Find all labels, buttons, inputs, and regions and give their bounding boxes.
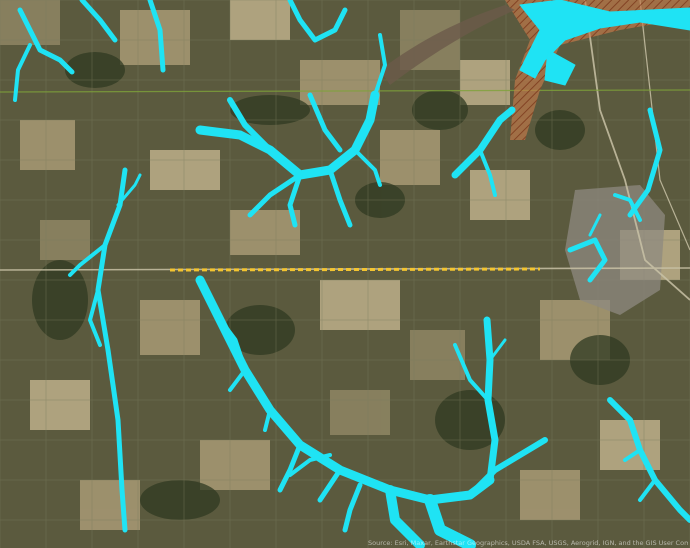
town-area <box>565 185 665 315</box>
water-overlay <box>13 0 690 548</box>
map-attribution: Source: Esri, Maxar, Earthstar Geographi… <box>368 539 688 547</box>
boundary-line <box>0 89 690 93</box>
highlighted-route-line <box>169 267 541 272</box>
